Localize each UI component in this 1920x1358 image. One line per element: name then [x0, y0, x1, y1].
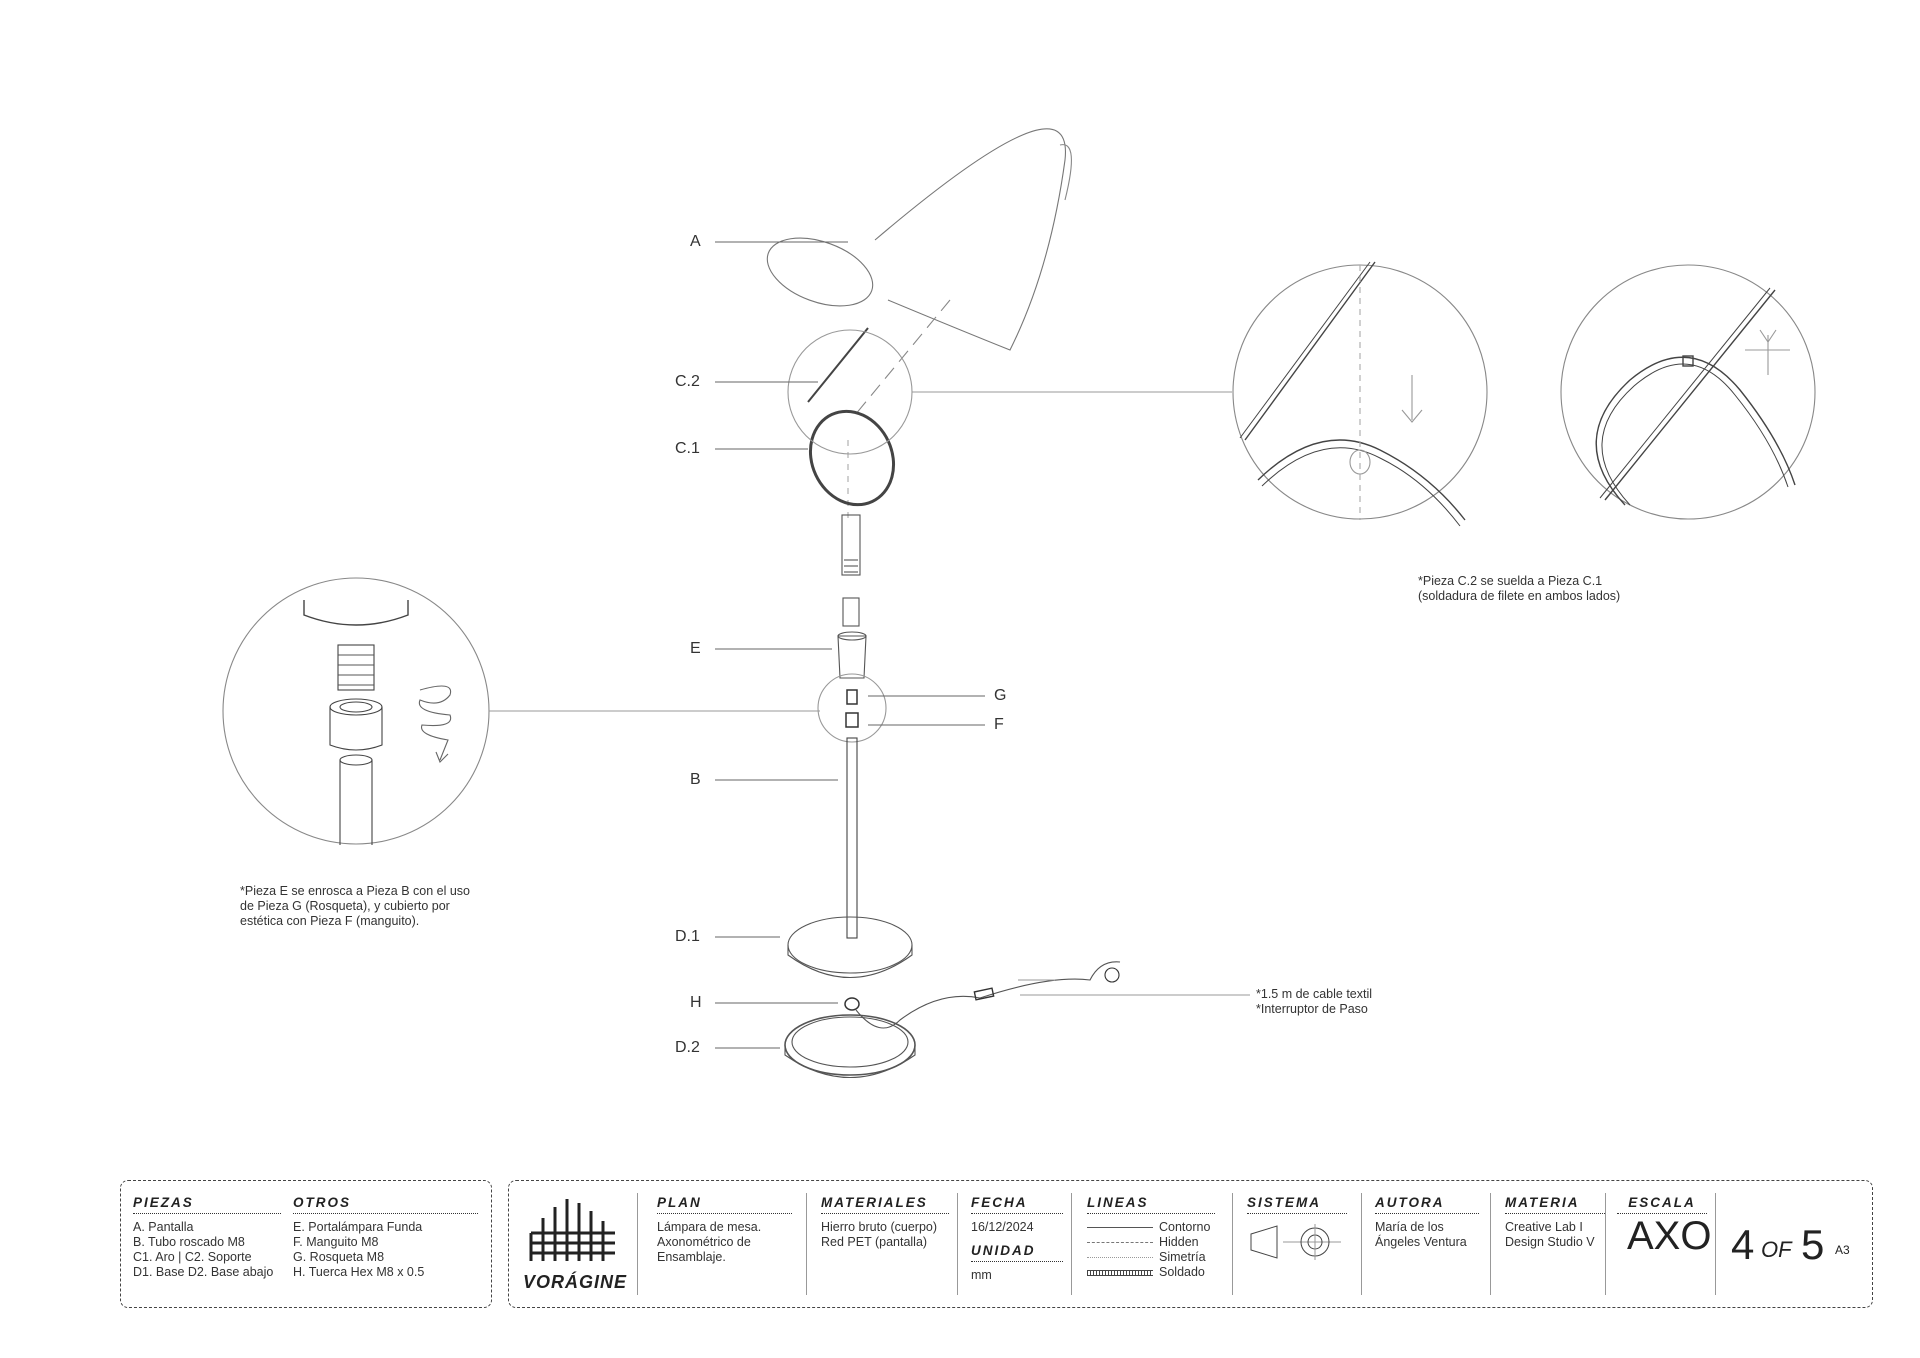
- logo: VORÁGINE: [523, 1193, 628, 1293]
- piezas-section: PIEZAS A. Pantalla B. Tubo roscado M8 C1…: [133, 1195, 281, 1280]
- note-cable: *1.5 m de cable textil *Interruptor de P…: [1256, 987, 1373, 1016]
- lineas-hidden: Hidden: [1159, 1235, 1199, 1249]
- lineas-section: LINEAS Contorno Hidden Simetría Soldado: [1087, 1195, 1215, 1280]
- parts-list-box: PIEZAS A. Pantalla B. Tubo roscado M8 C1…: [120, 1180, 492, 1308]
- autora-section: AUTORA María de los Ángeles Ventura: [1375, 1195, 1479, 1250]
- sheet-number: 4 OF 5 A3: [1731, 1221, 1850, 1268]
- voragine-logo-icon: [529, 1199, 615, 1261]
- otros-section: OTROS E. Portalámpara Funda F. Manguito …: [293, 1195, 478, 1280]
- label-e: E: [690, 640, 701, 657]
- lineas-simetria: Simetría: [1159, 1250, 1206, 1264]
- materia-section: MATERIA Creative Lab I Design Studio V: [1505, 1195, 1605, 1250]
- note-thread: *Pieza E se enrosca a Pieza B con el uso…: [240, 884, 470, 928]
- label-f: F: [994, 716, 1004, 733]
- label-d1: D.1: [675, 928, 700, 945]
- note-weld: *Pieza C.2 se suelda a Pieza C.1 (soldad…: [1418, 574, 1621, 603]
- sistema-section: SISTEMA: [1247, 1195, 1347, 1268]
- label-g: G: [994, 687, 1007, 704]
- label-a: A: [690, 233, 701, 250]
- lineas-soldado: Soldado: [1159, 1265, 1205, 1279]
- shade-part-a: [766, 128, 1072, 351]
- label-c2: C.2: [675, 373, 700, 390]
- projection-symbol-icon: [1250, 1224, 1341, 1260]
- label-d2: D.2: [675, 1039, 700, 1056]
- label-h: H: [690, 994, 702, 1011]
- label-b: B: [690, 771, 701, 788]
- title-block: VORÁGINE PLAN Lámpara de mesa. Axonométr…: [508, 1180, 1873, 1308]
- logo-text: VORÁGINE: [523, 1272, 628, 1292]
- lineas-contorno: Contorno: [1159, 1220, 1211, 1234]
- fecha-section: FECHA 16/12/2024 UNIDAD mm: [971, 1195, 1063, 1283]
- escala-section: ESCALA AXO: [1617, 1195, 1711, 1256]
- label-c1: C.1: [675, 440, 700, 457]
- escala-value: AXO: [1627, 1214, 1712, 1258]
- plan-section: PLAN Lámpara de mesa. Axonométrico de En…: [657, 1195, 792, 1265]
- materiales-section: MATERIALES Hierro bruto (cuerpo) Red PET…: [821, 1195, 949, 1250]
